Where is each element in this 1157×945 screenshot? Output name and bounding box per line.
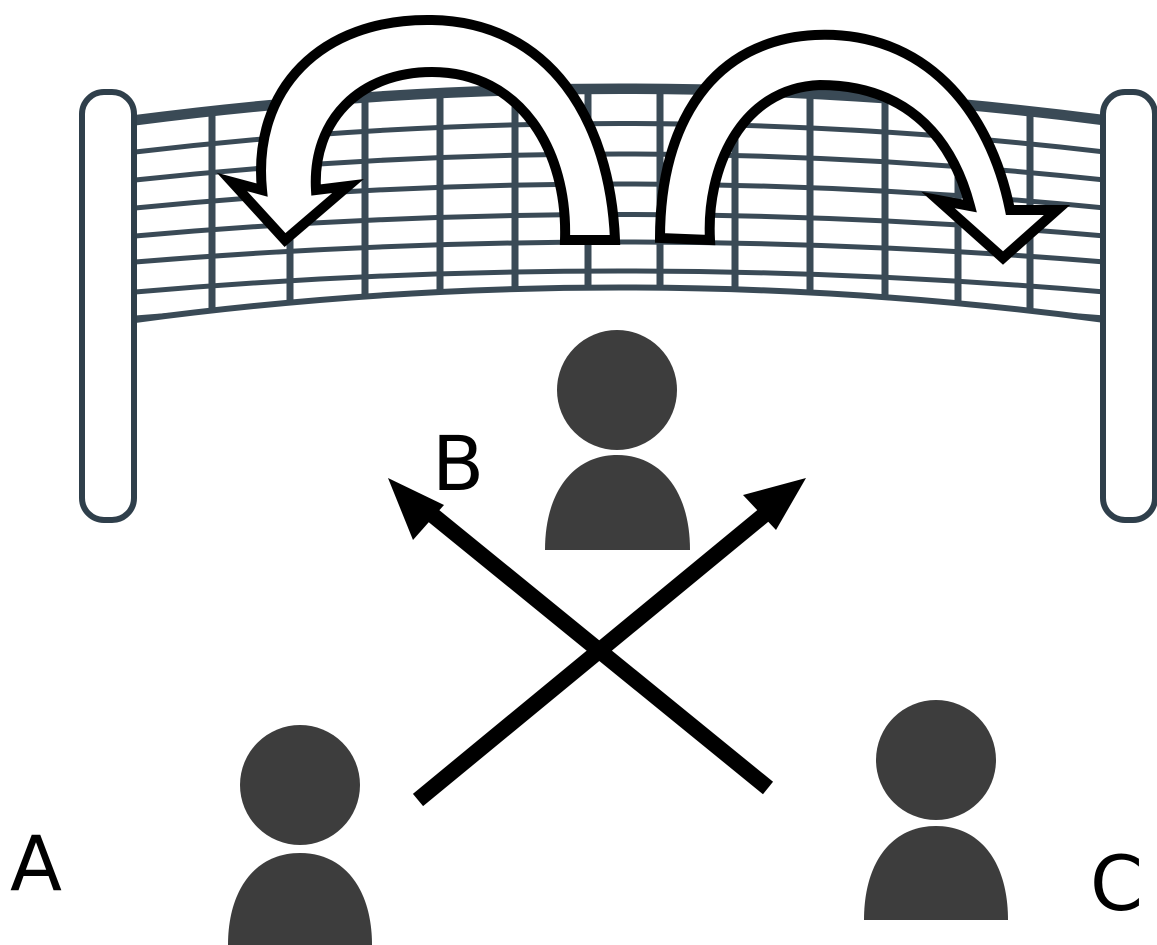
person-icon-a <box>228 725 372 945</box>
net-pole-left <box>82 92 134 520</box>
label-player-a: A <box>10 819 62 908</box>
person-icon-c <box>864 700 1008 920</box>
net-pole-right <box>1103 92 1155 520</box>
label-player-c: C <box>1090 839 1143 928</box>
label-player-b: B <box>432 419 484 508</box>
person-icon-b <box>545 330 690 550</box>
volleyball-net <box>82 60 1155 520</box>
